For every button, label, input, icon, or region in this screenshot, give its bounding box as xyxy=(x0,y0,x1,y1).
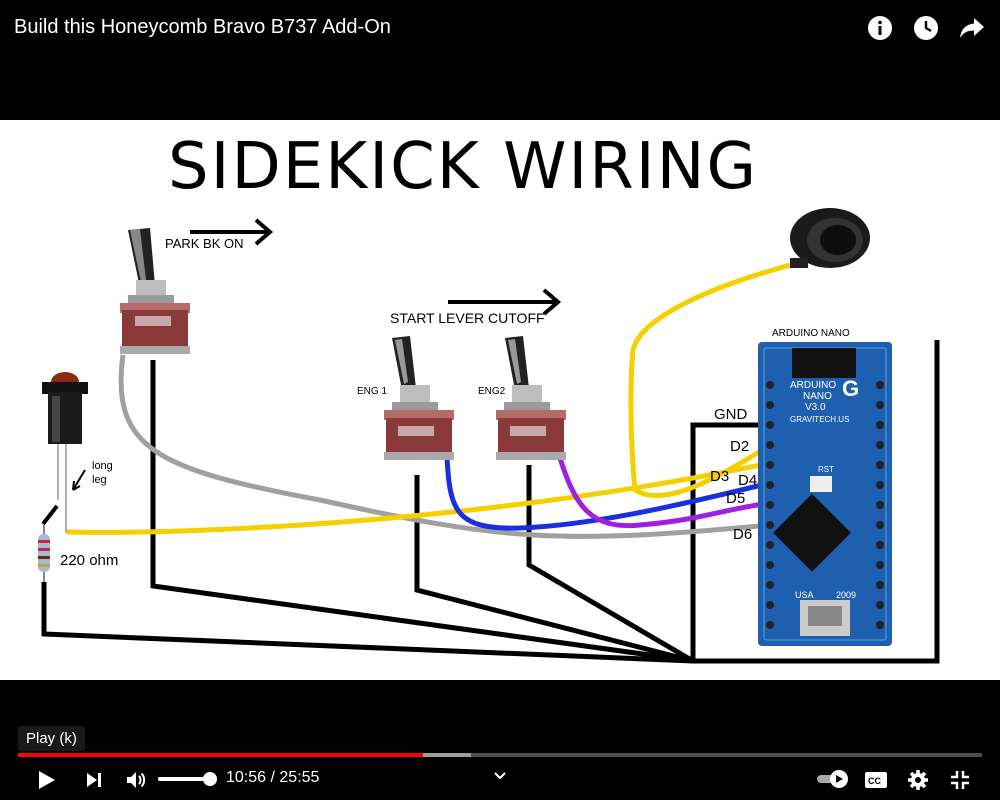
blue-wire xyxy=(444,457,771,531)
exit-fullscreen-icon[interactable] xyxy=(946,766,974,794)
player-controls: 10:56 / 25:55 CC xyxy=(0,760,1000,800)
chevron-down-icon[interactable] xyxy=(490,766,510,786)
d5-label: D5 xyxy=(726,490,746,507)
eng2-toggle-switch xyxy=(496,336,566,460)
play-tooltip: Play (k) xyxy=(18,726,85,751)
volume-slider[interactable] xyxy=(158,777,210,781)
start-lever-label: START LEVER CUTOFF xyxy=(390,310,545,326)
svg-text:CC: CC xyxy=(868,776,881,786)
player-top-bar: Build this Honeycomb Bravo B737 Add-On xyxy=(0,0,1000,60)
clock-icon[interactable] xyxy=(912,14,940,42)
arduino-label: ARDUINO NANO xyxy=(772,328,850,339)
svg-text:ARDUINO: ARDUINO xyxy=(790,380,836,391)
svg-text:NANO: NANO xyxy=(803,391,832,402)
park-toggle-switch xyxy=(120,228,190,354)
led-holder xyxy=(41,372,88,532)
resistor xyxy=(38,525,50,582)
share-icon[interactable] xyxy=(958,14,986,42)
resistor-label: 220 ohm xyxy=(60,552,119,569)
time-separator: / xyxy=(270,769,275,786)
volume-icon[interactable] xyxy=(122,766,150,794)
cc-icon[interactable]: CC xyxy=(862,766,890,794)
autoplay-toggle-icon[interactable] xyxy=(814,768,852,790)
d4-label: D4 xyxy=(738,472,758,489)
svg-text:GRAVITECH.US: GRAVITECH.US xyxy=(790,415,849,424)
dc-jack xyxy=(790,208,870,268)
gear-icon[interactable] xyxy=(904,766,932,794)
park-arrow xyxy=(190,218,274,246)
d2-label: D2 xyxy=(730,438,750,455)
svg-text:RST: RST xyxy=(818,465,834,474)
svg-text:G: G xyxy=(842,376,859,401)
long-leg-label: long xyxy=(92,460,113,472)
yellow-wire-led xyxy=(65,460,771,535)
eng1-label: ENG 1 xyxy=(357,386,388,397)
current-time: 10:56 xyxy=(226,769,267,786)
yellow-wire-jack xyxy=(628,262,791,499)
start-lever-arrow xyxy=(448,288,562,316)
ground-wires xyxy=(41,340,940,664)
time-display: 10:56 / 25:55 xyxy=(226,769,319,787)
volume-handle[interactable] xyxy=(203,772,217,786)
played-bar xyxy=(18,753,423,757)
d6-label: D6 xyxy=(733,526,753,543)
top-actions xyxy=(866,14,986,42)
video-title[interactable]: Build this Honeycomb Bravo B737 Add-On xyxy=(14,16,391,38)
eng1-toggle-switch xyxy=(384,336,454,460)
park-label: PARK BK ON xyxy=(165,236,244,251)
long-leg-label-2: leg xyxy=(92,474,107,486)
info-icon[interactable] xyxy=(866,14,894,42)
slide-title: SIDEKICK WIRING xyxy=(168,130,759,204)
board-pins-right xyxy=(876,381,884,629)
progress-bar[interactable] xyxy=(18,753,982,757)
d3-label: D3 xyxy=(710,468,730,485)
svg-text:USA: USA xyxy=(795,590,814,600)
svg-text:2009: 2009 xyxy=(836,590,856,600)
next-icon[interactable] xyxy=(80,766,108,794)
gnd-label: GND xyxy=(714,406,748,423)
play-icon[interactable] xyxy=(32,766,60,794)
svg-text:V3.0: V3.0 xyxy=(805,402,826,413)
video-frame[interactable]: ARDUINO NANO V3.0 GRAVITECH.US RST USA 2… xyxy=(0,120,1000,680)
purple-wire xyxy=(557,457,771,529)
duration: 25:55 xyxy=(279,769,320,786)
gray-wire xyxy=(118,354,771,539)
board-pins-left xyxy=(766,381,774,629)
eng2-label: ENG2 xyxy=(478,386,506,397)
arduino-nano-board: ARDUINO NANO V3.0 GRAVITECH.US RST USA 2… xyxy=(758,342,892,646)
wiring-diagram: ARDUINO NANO V3.0 GRAVITECH.US RST USA 2… xyxy=(38,208,940,664)
